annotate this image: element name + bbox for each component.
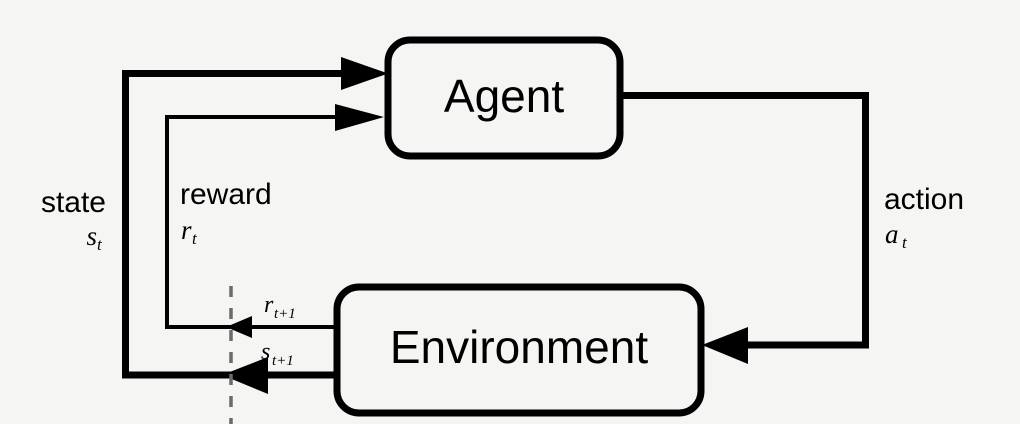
action-edge-arrowhead bbox=[702, 327, 748, 364]
action-edge bbox=[617, 92, 869, 364]
next-reward-label: r t+1 bbox=[264, 292, 296, 322]
next-reward-subscript: t+1 bbox=[274, 306, 296, 322]
action-signal-label: action a t bbox=[884, 183, 964, 252]
environment-box[interactable] bbox=[333, 283, 705, 417]
reward-edge-line bbox=[165, 115, 335, 329]
reward-symbol: r bbox=[181, 215, 192, 245]
reward-edge-arrowhead bbox=[335, 104, 384, 131]
reward-signal-label: reward r t bbox=[180, 178, 272, 248]
state-edge-line bbox=[122, 70, 341, 379]
agent-node[interactable]: Agent bbox=[384, 36, 624, 160]
reward-word: reward bbox=[180, 178, 272, 211]
state-edge bbox=[122, 57, 388, 379]
action-edge-line bbox=[617, 92, 869, 349]
state-word: state bbox=[41, 186, 106, 219]
state-symbol: s bbox=[86, 221, 97, 251]
action-symbol: a bbox=[885, 219, 899, 249]
reward-edge bbox=[165, 104, 384, 329]
state-edge-arrowhead bbox=[341, 57, 388, 90]
state-signal-label: state s t bbox=[41, 186, 106, 254]
reward-subscript: t bbox=[192, 229, 198, 248]
next-state-label: s t+1 bbox=[261, 339, 294, 369]
next-state-edge bbox=[222, 357, 337, 394]
environment-label: Environment bbox=[390, 321, 648, 373]
action-word: action bbox=[884, 183, 964, 216]
environment-node[interactable]: Environment bbox=[333, 283, 705, 417]
next-reward-edge-arrowhead bbox=[226, 316, 252, 338]
next-state-edge-arrowhead bbox=[222, 357, 268, 394]
next-state-subscript: t+1 bbox=[272, 353, 294, 369]
next-reward-symbol: r bbox=[264, 292, 274, 318]
next-reward-edge bbox=[226, 316, 337, 338]
state-subscript: t bbox=[97, 235, 103, 254]
agent-box[interactable] bbox=[384, 36, 624, 160]
next-state-symbol: s bbox=[261, 339, 270, 365]
action-subscript: t bbox=[902, 233, 908, 252]
agent-label: Agent bbox=[444, 70, 564, 122]
